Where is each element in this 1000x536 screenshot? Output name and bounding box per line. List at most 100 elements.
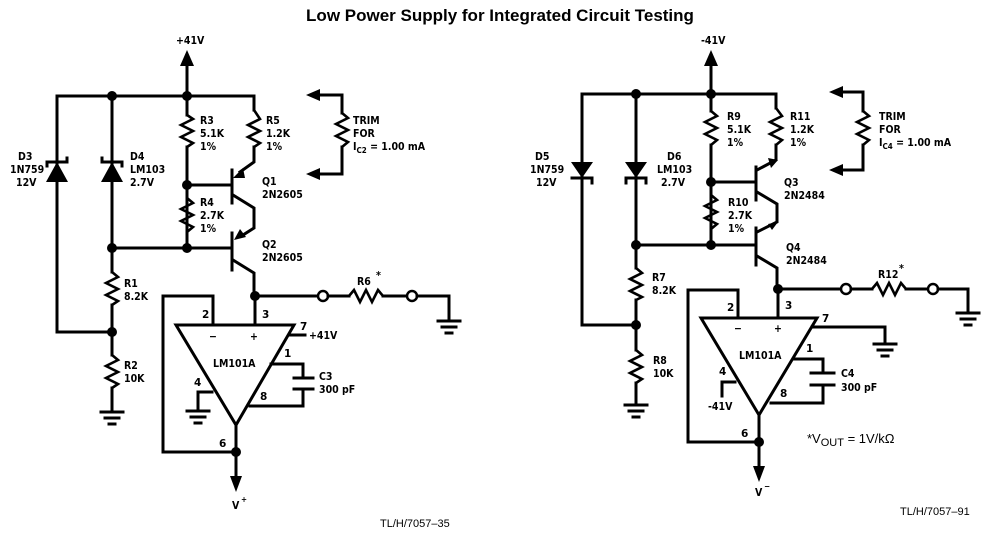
emitter-arrow-q1	[233, 168, 245, 178]
output-label-right-sup: −	[764, 482, 770, 491]
r8-ref: R8	[653, 355, 667, 367]
trim-arrow-icon	[829, 164, 843, 176]
r3-tol: 1%	[200, 141, 217, 153]
node	[182, 180, 192, 190]
r5-value: 1.2K	[266, 128, 291, 140]
resistor-r11	[767, 107, 785, 146]
r8-value: 10K	[653, 368, 674, 380]
zener-diode-d4	[100, 94, 124, 250]
pin-3-left: 3	[262, 309, 269, 321]
trim-line1-left: TRIM	[353, 115, 380, 127]
r3-ref: R3	[200, 115, 214, 127]
q4-ref: Q4	[786, 242, 801, 254]
resistor-r5	[245, 109, 263, 149]
resistor-r8	[627, 349, 645, 385]
node	[706, 240, 716, 250]
r2-ref: R2	[124, 360, 138, 372]
supply-label-right: -41V	[701, 35, 726, 47]
d5-value: 12V	[536, 177, 557, 189]
pin-2-left: 2	[202, 309, 209, 321]
transistor-q1	[185, 168, 256, 238]
r7-value: 8.2K	[652, 285, 677, 297]
transistor-q2	[110, 231, 256, 298]
q3-ref: Q3	[784, 177, 799, 189]
r10-value: 2.7K	[728, 210, 753, 222]
node	[231, 447, 241, 457]
resistor-r12	[871, 280, 907, 298]
output-arrow-icon	[230, 476, 242, 492]
r11-tol: 1%	[790, 137, 807, 149]
c4-value: 300 pF	[841, 382, 877, 394]
trim-arrow-icon	[306, 168, 320, 180]
trim-line3-left: IC2 = 1.00 mA	[353, 141, 426, 155]
ground-icon	[185, 409, 211, 425]
pin-6-right: 6	[741, 428, 748, 440]
pin-1-left: 1	[284, 348, 291, 360]
trim-resistor-left	[333, 112, 351, 148]
capacitor-c4	[809, 371, 836, 387]
r6-ref: R6	[357, 276, 371, 288]
left-circuit: +41V D3 1N759 12V D4 LM103 2.7V R3 5.1K	[10, 35, 462, 530]
d6-value: 2.7V	[661, 177, 686, 189]
pin-4-left: 4	[194, 377, 201, 389]
r11-value: 1.2K	[790, 124, 815, 136]
zener-diode-d3	[45, 94, 69, 334]
d6-part: LM103	[657, 164, 692, 176]
supply-arrow-icon	[704, 50, 718, 66]
pin-8-left: 8	[260, 391, 267, 403]
opamp-lm101a-right	[698, 316, 820, 418]
trim-line3-right: IC4 = 1.00 mA	[879, 137, 952, 151]
transistor-q4	[634, 226, 779, 292]
r9-tol: 1%	[727, 137, 744, 149]
q2-ref: Q2	[262, 239, 277, 251]
d6-ref: D6	[667, 151, 682, 163]
zener-diode-d5	[570, 92, 594, 327]
trim-arrow-icon	[829, 86, 843, 98]
node	[706, 177, 716, 187]
d4-value: 2.7V	[130, 177, 155, 189]
node	[754, 437, 764, 447]
trim-arrow-icon	[306, 89, 320, 101]
pin-8-right: 8	[780, 388, 787, 400]
q3-part: 2N2484	[784, 190, 825, 202]
r3-value: 5.1K	[200, 128, 225, 140]
d5-part: 1N759	[530, 164, 564, 176]
ground-icon	[872, 342, 898, 358]
resistor-r6	[348, 287, 384, 305]
resistor-r7	[627, 267, 645, 302]
pin-4-right: 4	[719, 366, 726, 378]
emitter-arrow-q2	[234, 229, 246, 240]
trim-resistor-right	[854, 110, 872, 146]
d3-value: 12V	[16, 177, 37, 189]
node	[107, 327, 117, 337]
pin-7-right: 7	[822, 313, 829, 325]
pin-2-right: 2	[727, 302, 734, 314]
opamp-plus-left: +	[250, 331, 258, 343]
r4-value: 2.7K	[200, 210, 225, 222]
opamp-plus-right: +	[774, 323, 782, 335]
c3-value: 300 pF	[319, 384, 355, 396]
ground-icon	[436, 319, 462, 335]
supply-arrow-icon	[180, 50, 194, 66]
opamp-lm101a-left	[173, 323, 297, 428]
c3-ref: C3	[319, 371, 333, 383]
r6-mark: *	[376, 270, 381, 282]
r1-ref: R1	[124, 278, 138, 290]
output-label-left-sup: +	[241, 495, 247, 504]
trim-line2-left: FOR	[353, 128, 375, 140]
output-label-right: V	[755, 487, 763, 499]
emitter-arrow-q3	[768, 158, 778, 168]
supply-label-left: +41V	[176, 35, 205, 47]
r4-ref: R4	[200, 197, 214, 209]
output-arrow-icon	[753, 466, 765, 482]
pin4-supply-right: -41V	[708, 401, 733, 413]
q4-part: 2N2484	[786, 255, 827, 267]
r5-tol: 1%	[266, 141, 283, 153]
resistor-r2	[103, 354, 121, 390]
opamp-minus-left: −	[209, 331, 217, 343]
d4-ref: D4	[130, 151, 145, 163]
r11-ref: R11	[790, 111, 810, 123]
r4-tol: 1%	[200, 223, 217, 235]
d5-ref: D5	[535, 151, 549, 163]
